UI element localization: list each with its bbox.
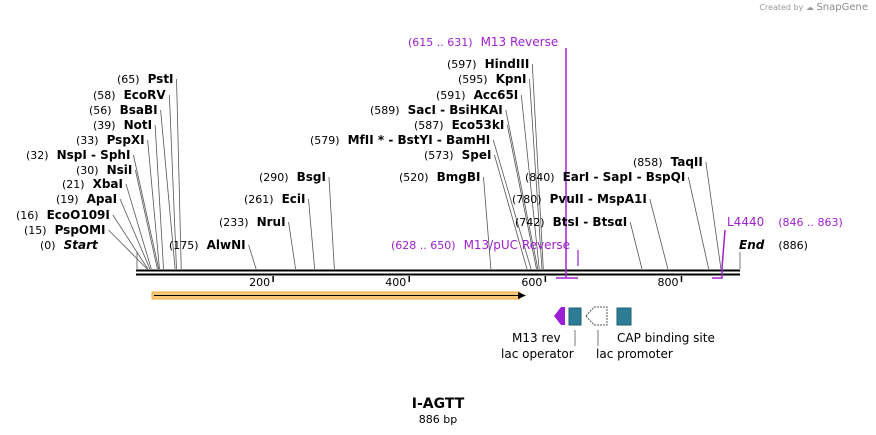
site-label[interactable]: (32)NspI - SphI (26, 148, 130, 162)
site-label[interactable]: (39)NotI (93, 118, 152, 132)
site-leader-line (168, 94, 177, 270)
site-label[interactable]: (21)XbaI (62, 177, 123, 191)
site-label[interactable]: (33)PspXI (76, 133, 145, 147)
site-leader-line (160, 109, 176, 270)
site-leader-line (133, 154, 160, 270)
site-label[interactable]: (16)EcoO109I (16, 208, 110, 222)
site-label[interactable]: (587)Eco53kI (414, 118, 504, 132)
primer-m13puc-reverse-label[interactable]: (628 .. 650)M13/pUC Reverse (391, 238, 570, 252)
site-label[interactable]: (579)MfII * - BstYI - BamHI (310, 133, 490, 147)
site-leader-line (649, 198, 669, 270)
ruler-tick-label: 800 (657, 276, 678, 289)
site-label[interactable]: (780)PvuII - MspA1I (512, 192, 647, 206)
site-leader-line (687, 176, 710, 270)
site-label[interactable]: (0)Start (40, 238, 99, 252)
credit-brand: SnapGene (816, 2, 868, 13)
restriction-site-labels: (0)Start (15)PspOMI (16)EcoO109I (19)Apa… (16, 57, 808, 252)
features-track (554, 306, 632, 346)
site-leader-line (505, 109, 539, 270)
feature-label-m13-rev[interactable]: M13 rev (512, 331, 561, 345)
site-label[interactable]: (58)EcoRV (93, 88, 166, 102)
site-leader-line (629, 221, 643, 270)
site-label[interactable]: (290)BsgI (259, 170, 326, 184)
site-leader-line (520, 94, 540, 270)
sequence-backbone (136, 269, 740, 276)
credit-prefix: Created by (759, 3, 804, 12)
site-leader-line (134, 169, 158, 270)
site-label[interactable]: (56)BsaBI (89, 103, 158, 117)
site-leader-line (529, 78, 543, 270)
site-leader-line (328, 176, 335, 270)
site-label[interactable]: (30)NsiI (76, 163, 132, 177)
site-label[interactable]: (19)ApaI (56, 192, 117, 206)
site-leader-line (154, 124, 164, 270)
feature-label-lac-operator[interactable]: lac operator (501, 347, 574, 361)
site-label[interactable]: (597)HindIII (447, 57, 529, 71)
m13-rev-arrow-icon[interactable] (554, 307, 565, 325)
site-leader-line (494, 154, 528, 270)
site-label[interactable]: (595)KpnI (458, 72, 527, 86)
ruler-tick-label: 400 (385, 276, 406, 289)
site-label[interactable]: (15)PspOMI (24, 223, 106, 237)
site-label[interactable]: (65)PstI (117, 72, 174, 86)
ruler: 200 400 600 800 (249, 276, 683, 289)
site-leader-line (492, 139, 532, 270)
site-label[interactable]: (840)EarI - SapI - BspQI (525, 170, 685, 184)
site-label[interactable]: (261)EciI (244, 192, 305, 206)
site-leader-line (147, 139, 160, 270)
lac-promoter-arrow-icon[interactable] (585, 306, 608, 326)
site-leader-line (248, 244, 257, 270)
site-label[interactable]: (858)TaqII (633, 155, 703, 169)
site-leader-line (506, 124, 537, 270)
snapgene-logo-icon: ☁ (805, 3, 814, 12)
site-leader-line (119, 198, 151, 270)
site-leader-line (112, 214, 149, 270)
site-leader-lines (108, 63, 741, 270)
site-leader-line (125, 183, 152, 270)
site-leader-line (288, 221, 296, 270)
site-leader-line (308, 198, 316, 270)
site-label[interactable]: (175)AlwNI (169, 238, 246, 252)
primer-l4440-glyph[interactable] (712, 229, 726, 279)
sequence-name: I-AGTT (411, 396, 465, 412)
primer-m13-reverse-glyph[interactable] (556, 48, 578, 279)
snapgene-credit: Created by ☁ SnapGene (759, 2, 868, 13)
site-leader-line (176, 78, 182, 270)
sequence-map: 200 400 600 800 (0)Start (15)PspOMI (16)Eco… (16, 35, 843, 361)
site-leader-line (483, 176, 492, 270)
ruler-tick-label: 600 (521, 276, 542, 289)
lac-operator-box-icon[interactable] (568, 307, 582, 326)
ruler-tick-label: 200 (249, 276, 270, 289)
sequence-length: 886 bp (418, 413, 458, 426)
site-label[interactable]: (233)NruI (219, 215, 286, 229)
site-label[interactable]: End(886) (739, 238, 808, 252)
primer-m13-reverse-label[interactable]: (615 .. 631)M13 Reverse (408, 35, 558, 49)
primer-l4440-label[interactable]: L4440(846 .. 863) (727, 215, 843, 229)
site-leader-line (705, 161, 722, 270)
sequence-title-block: I-AGTT 886 bp (0, 396, 876, 426)
site-leader-line (531, 63, 544, 270)
feature-label-lac-promoter[interactable]: lac promoter (596, 347, 673, 361)
cap-binding-site-box-icon[interactable] (616, 307, 632, 326)
site-label[interactable]: (520)BmgBI (399, 170, 480, 184)
orf-arrow[interactable] (151, 291, 526, 300)
feature-label-cap-binding-site[interactable]: CAP binding site (617, 331, 715, 345)
site-label[interactable]: (573)SpeI (424, 148, 491, 162)
site-label[interactable]: (742)BtsI - BtsαI (515, 215, 627, 229)
site-label[interactable]: (591)Acc65I (436, 88, 518, 102)
site-leader-line (108, 229, 148, 270)
site-label[interactable]: (589)SacI - BsiHKAI (370, 103, 503, 117)
